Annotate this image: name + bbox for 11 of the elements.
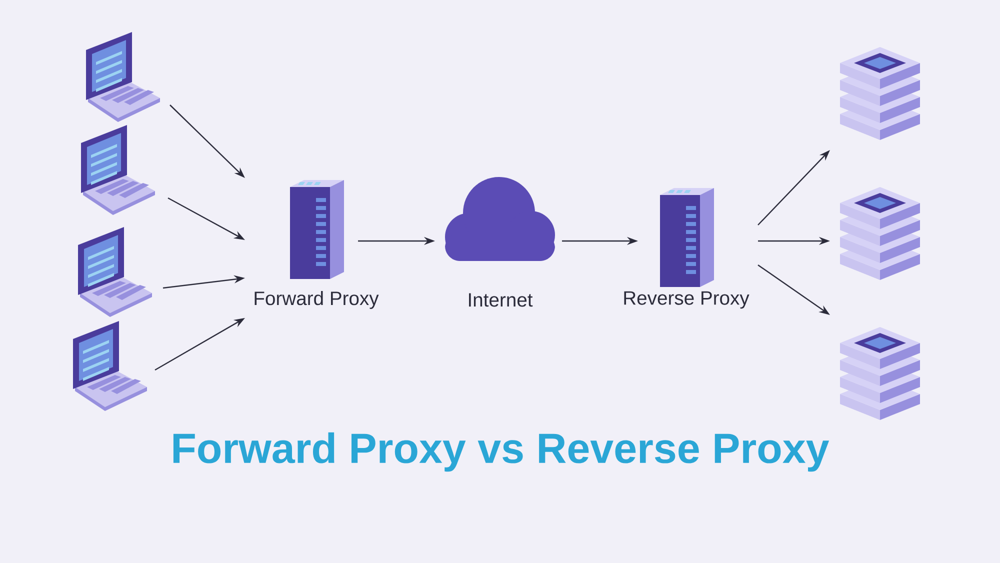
laptop-drawing xyxy=(86,32,160,122)
laptop-drawing xyxy=(81,125,155,215)
node-label: Reverse Proxy xyxy=(624,291,750,309)
title: Forward Proxy vs Reverse Proxy xyxy=(173,432,830,472)
node-label: Internet xyxy=(469,293,533,307)
server-stack-drawing xyxy=(840,187,920,280)
laptop-drawing xyxy=(73,321,147,411)
laptop-drawing xyxy=(78,227,152,317)
server-stack-drawing xyxy=(840,47,920,140)
server-stack-drawing xyxy=(840,327,920,420)
node-label: Forward Proxy xyxy=(254,291,379,309)
